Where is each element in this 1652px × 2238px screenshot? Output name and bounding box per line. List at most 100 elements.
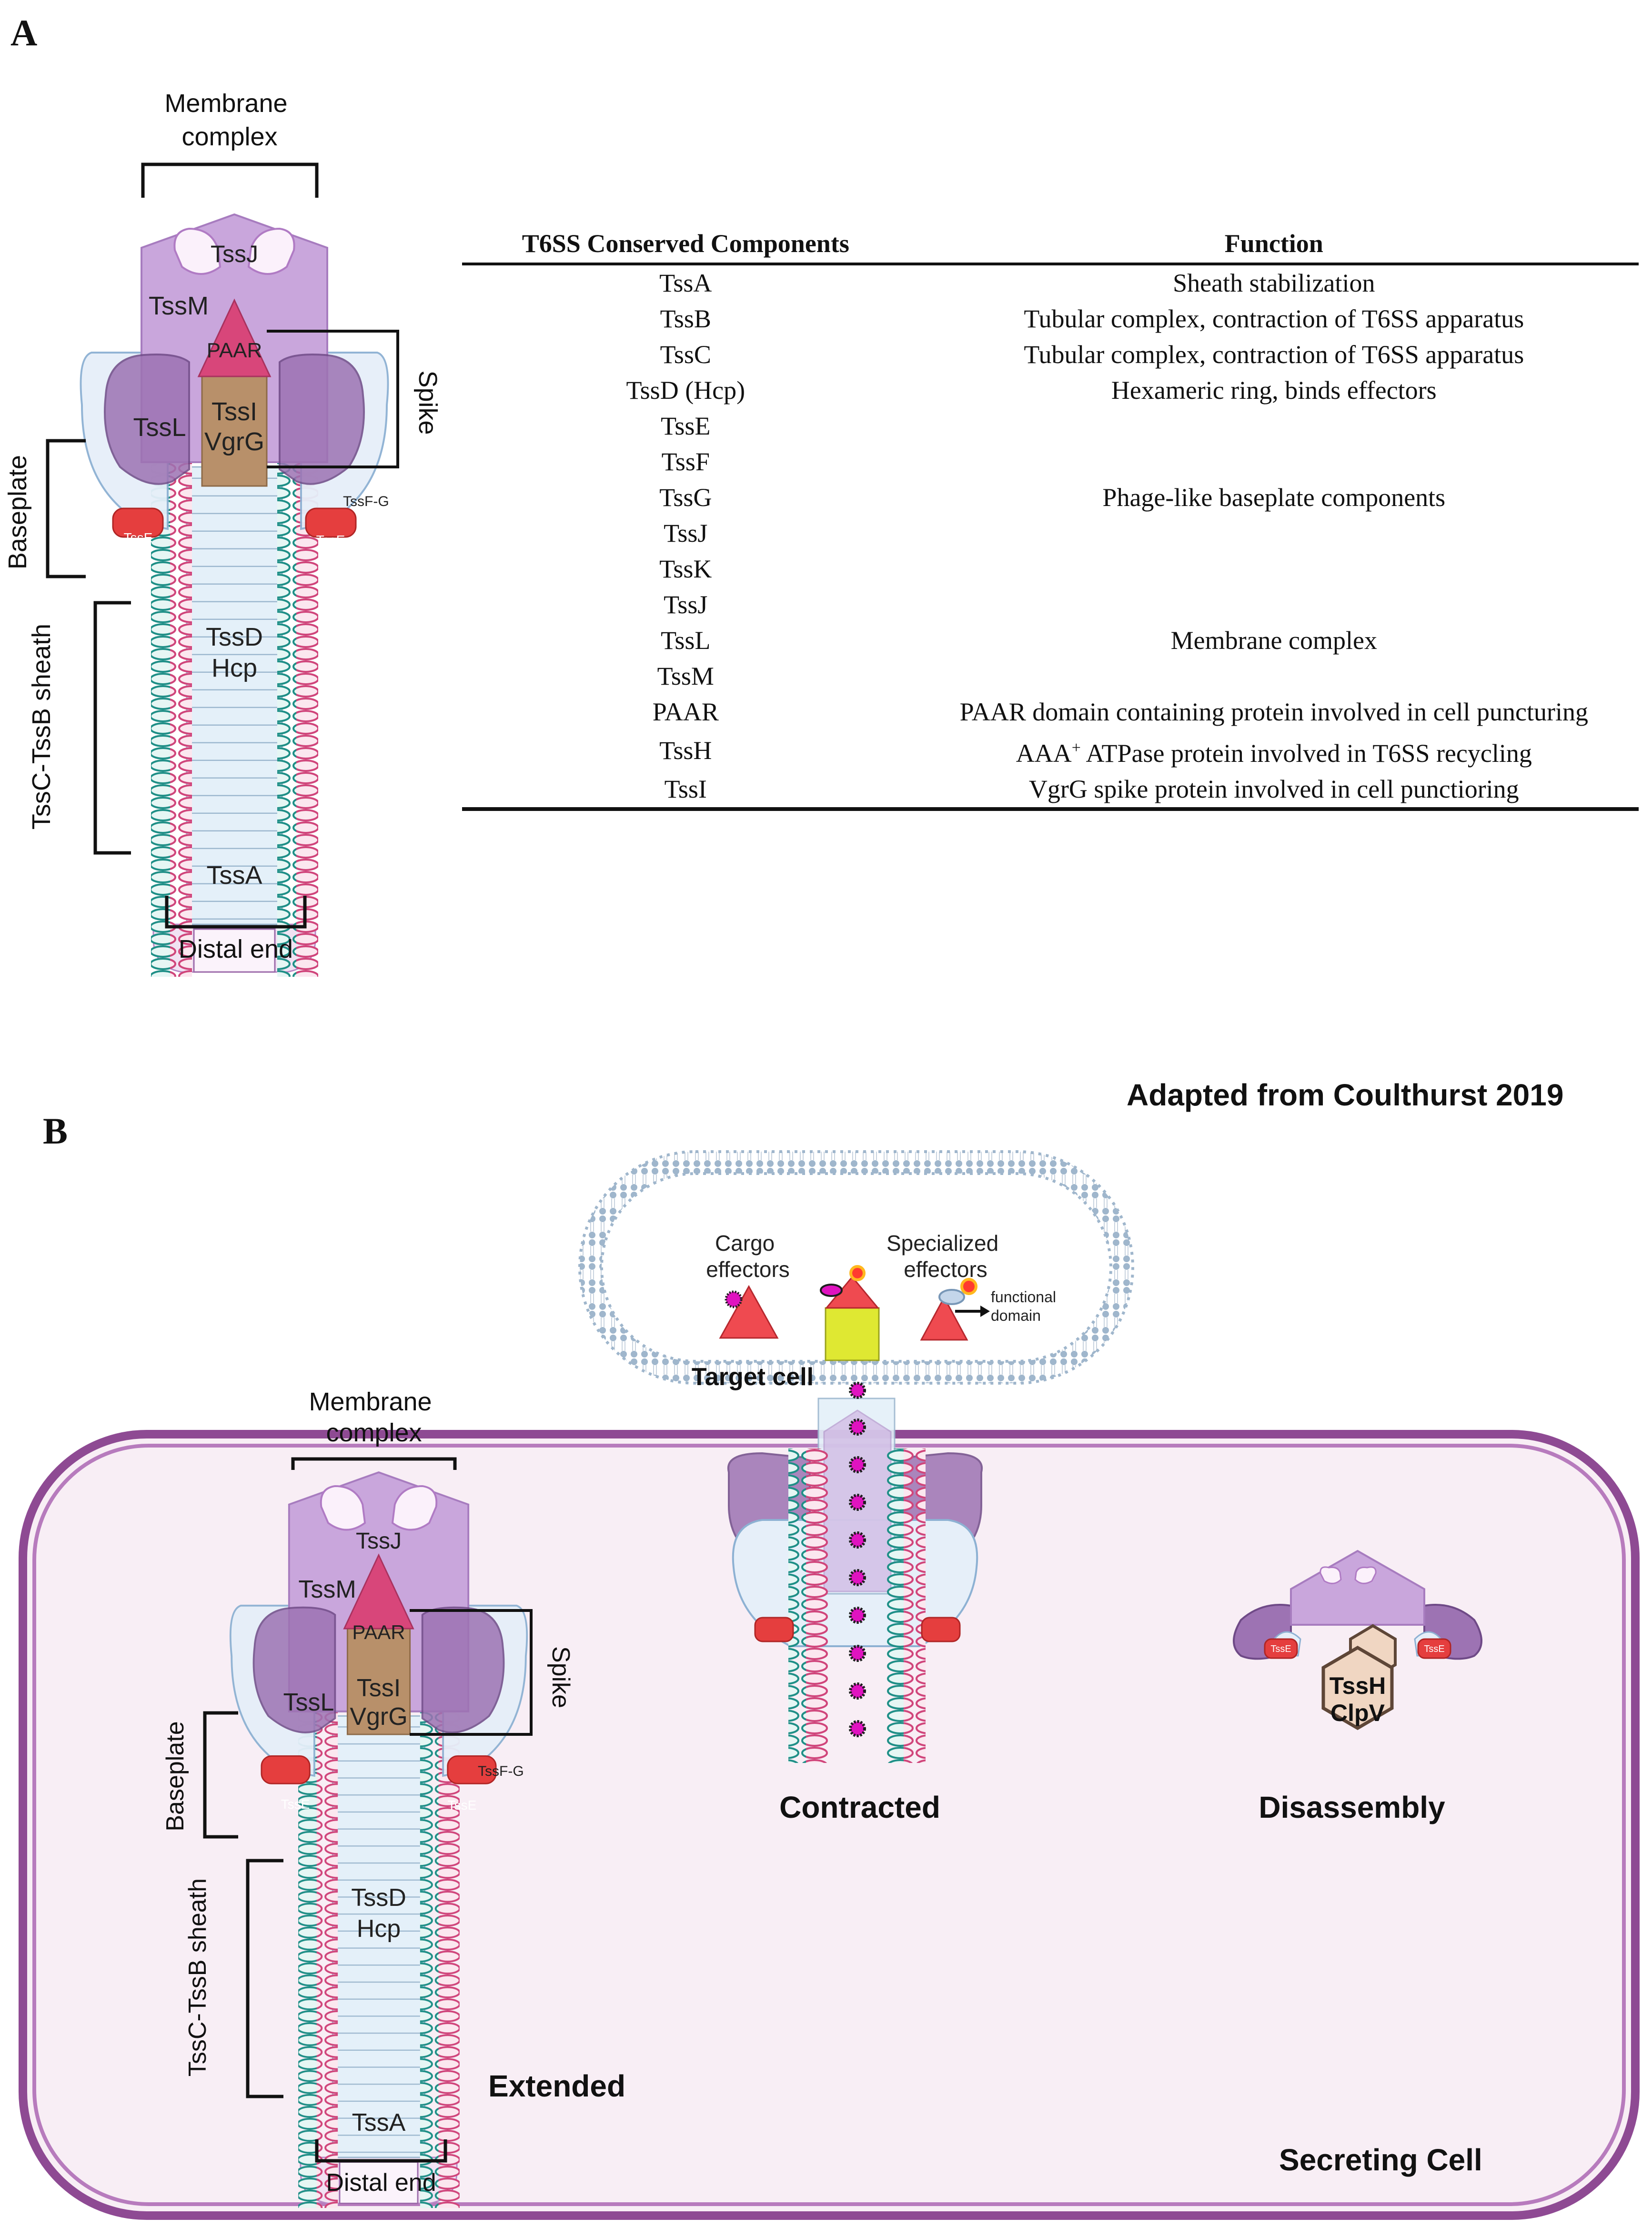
- contracted-machine: [727, 1382, 983, 1763]
- b-sheath-label: TssC-TssB sheath: [184, 1878, 212, 2076]
- b-distal-label: Distal end: [326, 2169, 436, 2197]
- component-cell: TssC: [660, 340, 711, 369]
- functional-line1: functional: [991, 1288, 1056, 1306]
- component-cell: TssI: [462, 771, 909, 811]
- component-cell: TssK: [659, 555, 712, 584]
- a-membrane-complex-label: Membrane complex: [164, 89, 294, 151]
- function-cell: [909, 551, 1639, 587]
- table-row: TssD (Hcp) Hexameric ring, binds effector…: [462, 373, 1639, 408]
- function-cell: Membrane complex: [1170, 626, 1377, 655]
- function-superscript: +: [1071, 739, 1081, 757]
- specialized-effector-triangle: [920, 1296, 968, 1341]
- table-row: TssF: [462, 444, 1639, 480]
- disassembly-tsse-left: TssE: [1270, 1644, 1291, 1654]
- a-tssa-label: TssA: [206, 861, 262, 890]
- a-paar-label: PAAR: [207, 339, 262, 362]
- b-tsse-right-label: TssE: [448, 1798, 477, 1813]
- a-vgrg-label: VgrG: [204, 427, 264, 456]
- cargo-line1: Cargo: [715, 1231, 775, 1256]
- b-baseplate-label: Baseplate: [161, 1721, 189, 1831]
- b-tssfg-label: TssF-G: [478, 1763, 524, 1779]
- table-header-row: T6SS Conserved Components Function: [462, 227, 1639, 266]
- a-tssd-label: TssD: [206, 623, 263, 651]
- b-spike-label: Spike: [547, 1646, 574, 1708]
- function-suffix: ATPase protein involved in T6SS recyclin…: [1080, 739, 1532, 768]
- tssh-label: TssH: [1330, 1672, 1386, 1699]
- b-sheath-bracket: [246, 1859, 283, 2098]
- function-cell: [909, 444, 1639, 480]
- cargo-line2: effectors: [706, 1257, 790, 1282]
- component-cell: TssD (Hcp): [626, 376, 745, 405]
- function-cell: [909, 408, 1639, 444]
- a-spike-bracket: [267, 330, 399, 468]
- a-sheath-bracket: [93, 601, 131, 855]
- function-cell: Phage-like baseplate components: [1102, 483, 1446, 512]
- a-tssi-label: TssI: [212, 397, 257, 426]
- function-cell: Hexameric ring, binds effectors: [1111, 376, 1437, 405]
- b-hcp-label: Hcp: [357, 1915, 401, 1943]
- a-tsse-right-label: TssE: [316, 533, 345, 547]
- a-baseplate-label: Baseplate: [3, 455, 32, 569]
- a-distal-bracket: [165, 896, 307, 929]
- functional-domain-label: functional domain: [991, 1288, 1060, 1324]
- table-header-components: T6SS Conserved Components: [462, 227, 909, 266]
- function-cell: Sheath stabilization: [1173, 269, 1375, 298]
- panel-a-label: A: [10, 12, 37, 53]
- b-tssa-label: TssA: [352, 2109, 406, 2137]
- cargo-effector-dot: [725, 1290, 743, 1308]
- disassembly-machine: [1233, 1549, 1482, 1731]
- a-tssfg-label: TssF-G: [343, 494, 389, 509]
- specialized-effectors-label: Specialized effectors: [886, 1231, 1005, 1282]
- b-membrane-complex-label: Membrane complex: [309, 1387, 439, 1447]
- b-paar-label: PAAR: [352, 1621, 405, 1643]
- b-tssl-label: TssL: [283, 1689, 334, 1716]
- panel-b-label: B: [43, 1110, 68, 1152]
- component-cell: TssB: [660, 304, 711, 334]
- component-cell: TssJ: [664, 519, 708, 548]
- table-row: TssG Phage-like baseplate components: [462, 480, 1639, 516]
- component-cell: TssJ: [664, 590, 708, 619]
- function-cell: [909, 587, 1639, 623]
- b-tsse-left-label: TssE: [281, 1797, 310, 1812]
- function-cell: [909, 658, 1639, 694]
- table-row: TssE: [462, 408, 1639, 444]
- function-cell: Tubular complex, contraction of T6SS app…: [1024, 340, 1524, 369]
- a-hcp-label: Hcp: [212, 654, 257, 682]
- extended-state-label: Extended: [488, 2069, 625, 2103]
- component-cell: TssE: [661, 412, 711, 441]
- a-spike-label: Spike: [413, 370, 442, 435]
- credit-text: Adapted from Coulthurst 2019: [1127, 1078, 1563, 1112]
- a-membrane-line1: Membrane: [164, 89, 287, 118]
- table-row: TssJ: [462, 587, 1639, 623]
- component-cell: TssG: [659, 483, 712, 512]
- target-cell-outline-outer: [578, 1150, 1134, 1385]
- function-cell: AAA+ ATPase protein involved in T6SS rec…: [909, 730, 1639, 771]
- b-spike-bracket: [410, 1609, 533, 1736]
- a-distal-label: Distal end: [179, 935, 293, 963]
- a-tsse-left-label: TssE: [124, 530, 153, 545]
- b-tssi-label: TssI: [357, 1674, 401, 1702]
- target-cell-outline-inner: [600, 1172, 1112, 1363]
- a-tssj-label: TssJ: [211, 241, 258, 267]
- vgrg-spike-yellow: [825, 1307, 880, 1361]
- table-row: TssJ: [462, 516, 1639, 551]
- table-row: TssC Tubular complex, contraction of T6SS…: [462, 337, 1639, 373]
- a-membrane-bracket: [141, 162, 319, 198]
- component-cell: TssF: [661, 447, 710, 476]
- table-row: TssM: [462, 658, 1639, 694]
- table-row: TssK: [462, 551, 1639, 587]
- b-vgrg-label: VgrG: [350, 1703, 407, 1731]
- functional-domain-blob: [938, 1289, 965, 1305]
- disassembly-state-label: Disassembly: [1259, 1790, 1445, 1824]
- function-cell: VgrG spike protein involved in cell punc…: [909, 771, 1639, 811]
- functional-line2: domain: [991, 1307, 1041, 1324]
